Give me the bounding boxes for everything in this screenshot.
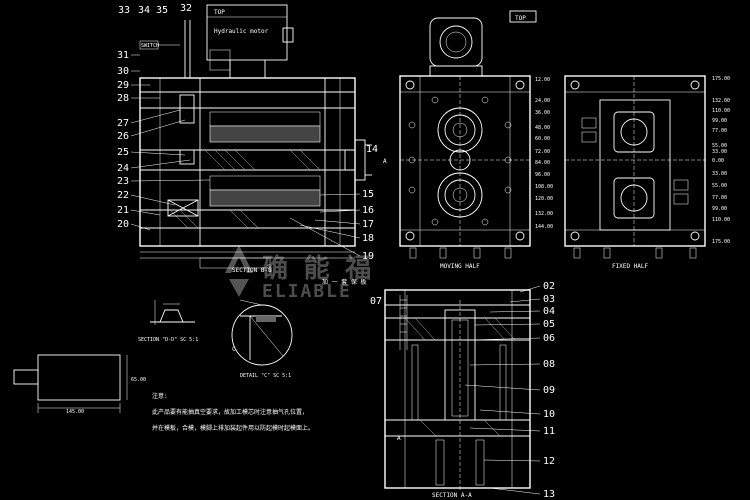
detail-c-title: DETAIL "C" SC 5:1	[240, 373, 291, 379]
top-tag: TOP	[515, 15, 526, 22]
callout-08: 08	[543, 359, 555, 370]
dim-fixed-row: 77.00	[712, 195, 727, 201]
notes-block: 注意: 此产品要有能抽真空要求，故加工模芯时注意抽气孔位置， 并在模板，合模，模…	[152, 392, 314, 432]
callout-23: 23	[117, 176, 129, 187]
dim-moving-row: 120.00	[535, 196, 553, 202]
callout-30: 30	[117, 66, 129, 77]
callout-33: 33	[118, 5, 130, 16]
callout-32: 32	[180, 3, 192, 14]
callout-15: 15	[362, 189, 374, 200]
fixed-half-title: FIXED HALF	[612, 263, 649, 270]
dim-moving-row: 48.00	[535, 125, 550, 131]
dim-fixed-row: 175.00	[712, 239, 730, 245]
dim-moving-row: 132.00	[535, 211, 553, 217]
dim-fixed-row: 33.00	[712, 149, 727, 155]
dim-fixed-row: 99.00	[712, 206, 727, 212]
callout-26: 26	[117, 131, 129, 142]
notes-line-2: 并在模板，合模，模脚上排加装起件用以防起模时起模面上。	[152, 424, 314, 432]
dim-moving-row: 36.00	[535, 110, 550, 116]
callout-14: 14	[366, 144, 378, 155]
dim-moving-row: 60.00	[535, 136, 550, 142]
callout-21: 21	[117, 205, 129, 216]
dims-moving-right: 12.00 24.00 36.00 48.00 60.00 72.00 84.0…	[535, 77, 553, 230]
notes-line-1: 此产品要有能抽真空要求，故加工模芯时注意抽气孔位置，	[152, 408, 308, 416]
notes-title: 注意:	[152, 392, 168, 400]
callout-04: 04	[543, 306, 555, 317]
callout-34: 34	[138, 5, 150, 16]
section-aa-title: SECTION A-A	[432, 492, 472, 499]
callout-31: 31	[117, 50, 129, 61]
dim-fixed-row: 110.00	[712, 108, 730, 114]
dim-fixed-row: 110.00	[712, 217, 730, 223]
callout-05: 05	[543, 319, 555, 330]
dim-moving-row: 84.00	[535, 160, 550, 166]
dim-fixed-row: 99.00	[712, 118, 727, 124]
dim-moving-row: 144.00	[535, 224, 553, 230]
callout-11: 11	[543, 426, 555, 437]
callout-07: 07	[370, 296, 382, 307]
fixed-half-view	[564, 75, 706, 259]
dim-width: 145.00	[66, 409, 84, 415]
callouts-right: 14 15 16 17 18 19	[362, 144, 378, 262]
switch-label: SWITCH	[141, 43, 159, 49]
callout-17: 17	[362, 219, 374, 230]
section-dd-view	[150, 300, 195, 325]
callout-10: 10	[543, 409, 555, 420]
dim-fixed-row: 55.00	[712, 143, 727, 149]
dims-fixed-right: 175.00 132.00 110.00 99.00 77.00 55.00 3…	[712, 76, 730, 245]
dim-fixed-row: 175.00	[712, 76, 730, 82]
callout-35: 35	[156, 5, 168, 16]
callout-24: 24	[117, 163, 129, 174]
moving-half-view	[399, 17, 531, 259]
callout-16: 16	[362, 205, 374, 216]
section-dd-title: SECTION "D-D" SC 5:1	[138, 337, 198, 343]
callout-03: 03	[543, 294, 555, 305]
callout-29: 29	[117, 80, 129, 91]
callout-06: 06	[543, 333, 555, 344]
callout-25: 25	[117, 147, 129, 158]
callouts-section-aa: 07 02 03 04 05 06 08 09 10 11 12 13	[370, 281, 555, 500]
dim-moving-row: 96.00	[535, 172, 550, 178]
callout-18: 18	[362, 233, 374, 244]
dim-fixed-row: 77.00	[712, 128, 727, 134]
watermark-en: ELIABLE	[262, 281, 352, 302]
dim-moving-row: 12.00	[535, 77, 550, 83]
callout-27: 27	[117, 118, 129, 129]
side-note: 加 一 套 保 板	[322, 278, 366, 286]
section-bb-title: SECTION B-B	[232, 267, 272, 274]
dim-height: 65.00	[131, 377, 146, 383]
callout-02: 02	[543, 281, 555, 292]
motor-name: Hydraulic motor	[214, 28, 269, 35]
motor-top-label: TOP	[214, 9, 225, 16]
dim-fixed-row: 55.00	[712, 183, 727, 189]
section-bb-view: SWITCH	[139, 20, 372, 269]
top-tag-frame	[509, 10, 537, 23]
dim-fixed-row: 132.00	[712, 98, 730, 104]
callouts-left: 33 34 35 32 31 30 29 28 27 26 25 24 23 2…	[117, 3, 192, 230]
dim-moving-row: 72.00	[535, 149, 550, 155]
callout-12: 12	[543, 456, 555, 467]
product-outline	[13, 354, 128, 413]
dim-moving-row: 108.00	[535, 184, 553, 190]
dim-moving-row: 24.00	[535, 98, 550, 104]
section-a-mark-1: A	[383, 158, 387, 165]
callout-20: 20	[117, 219, 129, 230]
callout-09: 09	[543, 385, 555, 396]
callout-19: 19	[362, 251, 374, 262]
detail-c-letter: C	[232, 346, 236, 353]
dim-fixed-row: 33.00	[712, 171, 727, 177]
section-a-mark-2: A	[397, 435, 401, 442]
dim-fixed-row: 0.00	[712, 158, 724, 164]
callout-13: 13	[543, 489, 555, 500]
section-aa-view	[384, 289, 531, 490]
moving-half-title: MOVING HALF	[440, 263, 480, 270]
detail-c-view	[231, 299, 293, 366]
callout-22: 22	[117, 190, 129, 201]
hydraulic-motor: TOP Hydraulic motor	[206, 4, 294, 78]
callout-28: 28	[117, 93, 129, 104]
